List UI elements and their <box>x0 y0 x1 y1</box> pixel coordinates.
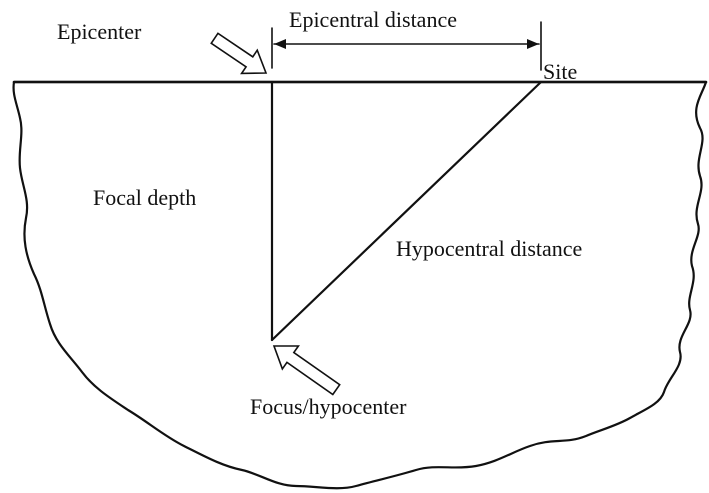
hollow-arrow-icon <box>272 345 341 396</box>
site-label: Site <box>543 59 577 84</box>
earth-cross-section <box>12 80 708 490</box>
epicenter-label: Epicenter <box>57 19 142 44</box>
left-arrowhead-icon <box>274 39 286 49</box>
right-arrowhead-icon <box>527 39 539 49</box>
hollow-arrow-icon <box>210 32 268 75</box>
hypocentral-distance-line <box>270 80 543 342</box>
epicentral-distance-dimension <box>271 21 542 71</box>
focal-depth-label: Focal depth <box>93 185 196 210</box>
epicentral-distance-label: Epicentral distance <box>289 7 457 32</box>
focus-hypocenter-label: Focus/hypocenter <box>250 394 407 419</box>
hypocentral-distance-label: Hypocentral distance <box>396 236 582 261</box>
